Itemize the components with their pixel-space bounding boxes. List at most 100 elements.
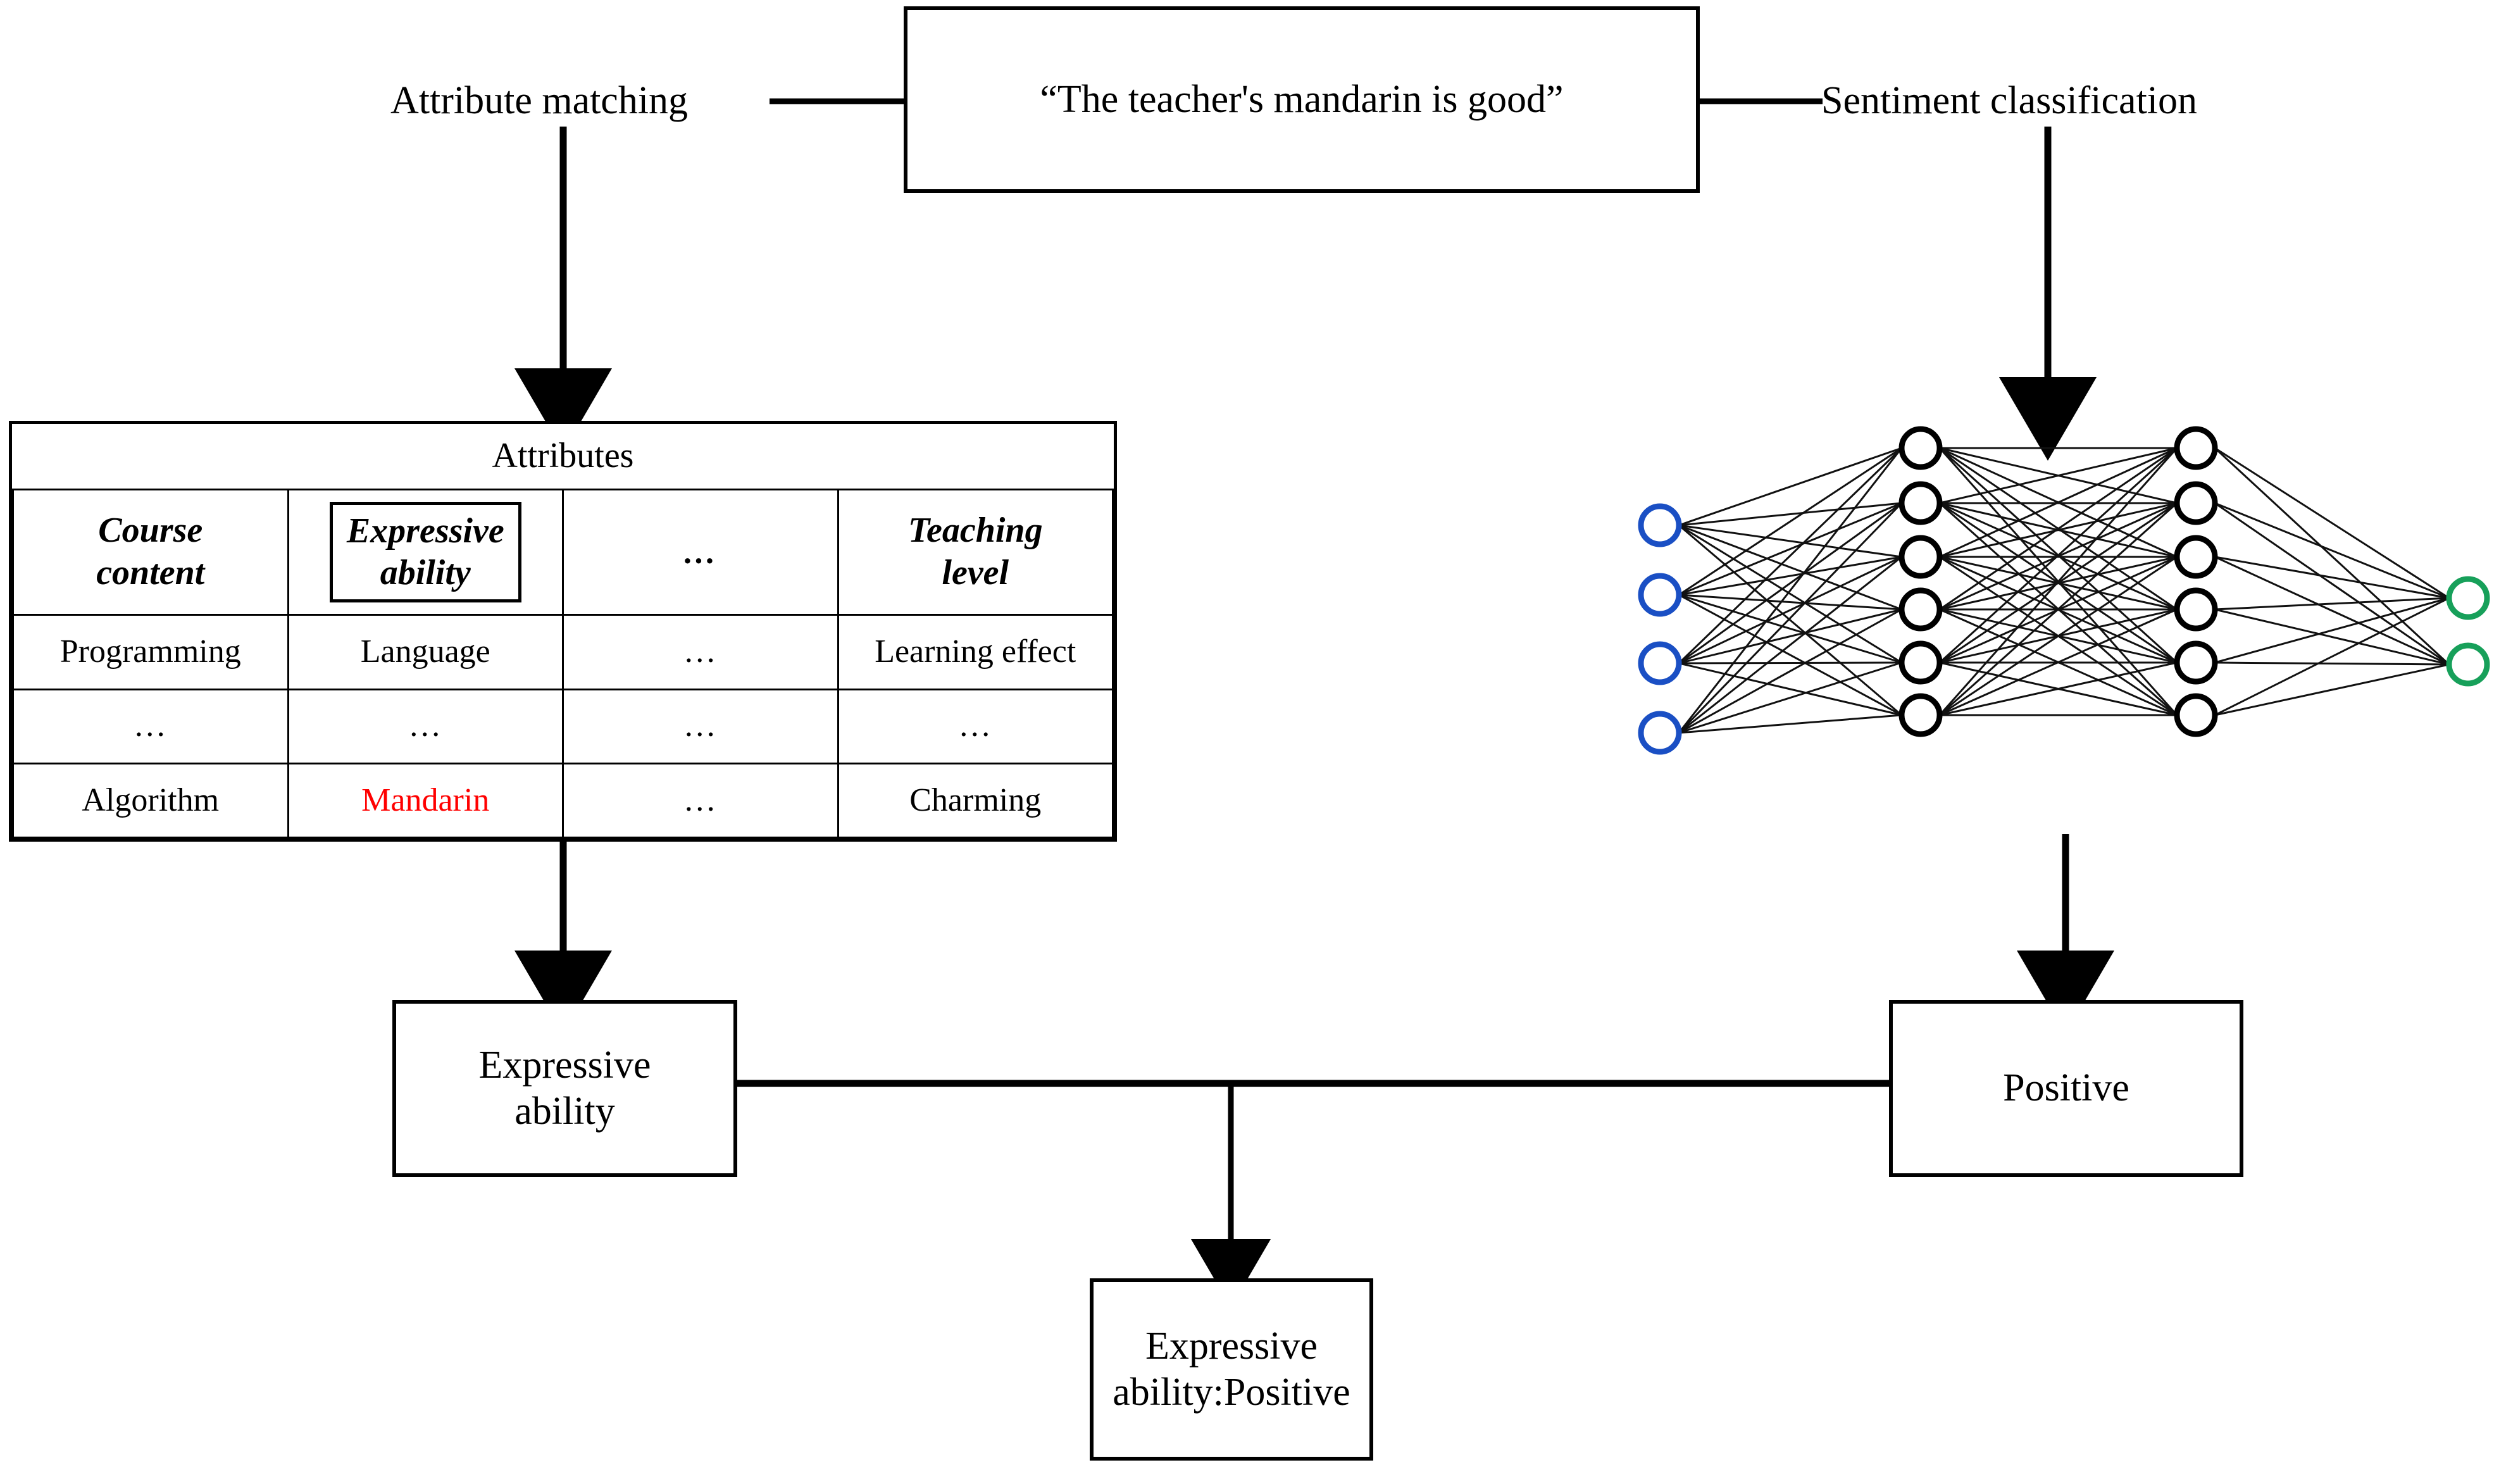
network-edge	[2214, 502, 2450, 666]
network-edge	[2214, 608, 2450, 666]
network-edge	[1678, 524, 1902, 558]
attribute-matching-label: Attribute matching	[390, 79, 689, 122]
network-edge	[2214, 556, 2450, 666]
network-edge	[1678, 524, 1902, 611]
positive-result-box: Positive	[1889, 1000, 2243, 1177]
network-edge	[1678, 447, 1903, 733]
network-node-input-layer-3	[1638, 641, 1682, 685]
cell-r1-c0: …	[12, 688, 289, 764]
column-header-expressive-ability: Expressive ability	[287, 488, 564, 616]
result-line-2: ability	[514, 1090, 615, 1133]
cell-r2-c2: …	[562, 762, 839, 839]
network-node-hidden-layer-2-2	[2174, 481, 2218, 525]
expressive-ability-result-box: Expressive ability	[392, 1000, 737, 1177]
header-line-1: Course	[98, 511, 203, 551]
network-node-input-layer-1	[1638, 503, 1682, 547]
network-edge	[1678, 502, 1903, 734]
header-line-2: level	[942, 553, 1009, 593]
cell-r1-c1: …	[287, 688, 564, 764]
cell-r0-c2: …	[562, 614, 839, 690]
table-header-row: Course content Expressive ability … Teac…	[12, 488, 1114, 616]
network-edge	[1939, 447, 2178, 558]
network-edge	[1678, 502, 1902, 664]
network-edge	[2214, 447, 2450, 599]
network-nodes	[1638, 426, 2490, 755]
network-node-input-layer-2	[1638, 573, 1682, 617]
table-row: Algorithm Mandarin … Charming	[12, 762, 1114, 839]
network-edge	[2214, 597, 2450, 716]
network-edge	[1678, 556, 1902, 734]
network-node-hidden-layer-1-5	[1898, 640, 1943, 685]
final-line-1: Expressive	[1145, 1324, 1318, 1368]
cell-r2-c0: Algorithm	[12, 762, 289, 839]
network-node-hidden-layer-2-1	[2174, 426, 2218, 470]
final-line-2: ability:Positive	[1113, 1371, 1350, 1414]
network-edge	[1678, 594, 1902, 716]
network-edge	[2214, 597, 2450, 611]
network-edge	[1939, 502, 2178, 716]
network-edge	[1678, 447, 1903, 664]
cell-r2-c3: Charming	[837, 762, 1114, 839]
network-edge	[1678, 502, 1902, 596]
network-edge	[1678, 447, 1902, 527]
network-node-output-layer-1	[2446, 576, 2490, 620]
network-node-input-layer-4	[1638, 711, 1682, 755]
highlighted-header-box: Expressive ability	[329, 502, 521, 602]
network-node-output-layer-2	[2446, 642, 2490, 687]
neural-network-diagram	[1620, 405, 2506, 842]
network-edge	[1678, 608, 1902, 734]
network-edge	[1678, 714, 1902, 734]
network-edge	[1939, 502, 2178, 558]
header-line-2: content	[96, 553, 205, 593]
input-sentence-box: “The teacher's mandarin is good”	[904, 6, 1700, 193]
column-header-ellipsis: …	[562, 488, 839, 616]
network-edge	[1939, 447, 2178, 611]
header-line-1: Teaching	[907, 511, 1043, 551]
network-edge	[1678, 661, 1902, 734]
network-node-hidden-layer-1-1	[1898, 426, 1943, 470]
input-sentence-text: “The teacher's mandarin is good”	[1040, 77, 1564, 121]
cell-r2-c1-mandarin-highlighted: Mandarin	[287, 762, 564, 839]
result-line-1: Expressive	[478, 1043, 651, 1087]
final-result-box: Expressive ability:Positive	[1090, 1278, 1373, 1461]
header-line-2: ability	[380, 553, 471, 593]
network-node-hidden-layer-1-3	[1898, 535, 1943, 579]
network-edge	[1938, 447, 2178, 664]
network-node-hidden-layer-2-4	[2174, 587, 2218, 632]
table-row: Programming Language … Learning effect	[12, 614, 1114, 690]
network-edge	[1678, 556, 1902, 596]
network-edge	[1939, 556, 2178, 716]
network-node-hidden-layer-1-6	[1898, 693, 1943, 737]
network-edge	[1939, 447, 2178, 504]
cell-r0-c0: Programming	[12, 614, 289, 690]
network-edge	[1678, 524, 1902, 664]
cell-r0-c1: Language	[287, 614, 564, 690]
table-row: … … … …	[12, 688, 1114, 764]
network-edge	[1678, 662, 1902, 716]
network-node-hidden-layer-2-5	[2174, 640, 2218, 685]
network-edge	[1938, 447, 2178, 716]
column-header-teaching-level: Teaching level	[837, 488, 1114, 616]
column-header-course-content: Course content	[12, 488, 289, 616]
network-edge	[1678, 524, 1902, 716]
network-edge	[1939, 661, 2178, 716]
network-node-hidden-layer-2-6	[2174, 693, 2218, 737]
network-node-hidden-layer-1-2	[1898, 481, 1943, 525]
table-caption-row: Attributes	[13, 424, 1113, 490]
network-edge	[1678, 594, 1902, 611]
network-edge	[2214, 661, 2450, 666]
network-edge	[2214, 556, 2450, 599]
cell-r1-c2: …	[562, 688, 839, 764]
network-edge	[1939, 608, 2178, 716]
network-node-hidden-layer-2-3	[2174, 535, 2218, 579]
network-edge	[1678, 447, 1902, 596]
network-edge	[1678, 556, 1902, 664]
network-edge	[1678, 608, 1902, 664]
network-edge	[2214, 597, 2450, 664]
network-edge	[1678, 502, 1902, 527]
table-caption-cell: Attributes	[13, 424, 1113, 490]
network-edges	[1678, 447, 2450, 734]
network-edge	[2214, 663, 2450, 716]
